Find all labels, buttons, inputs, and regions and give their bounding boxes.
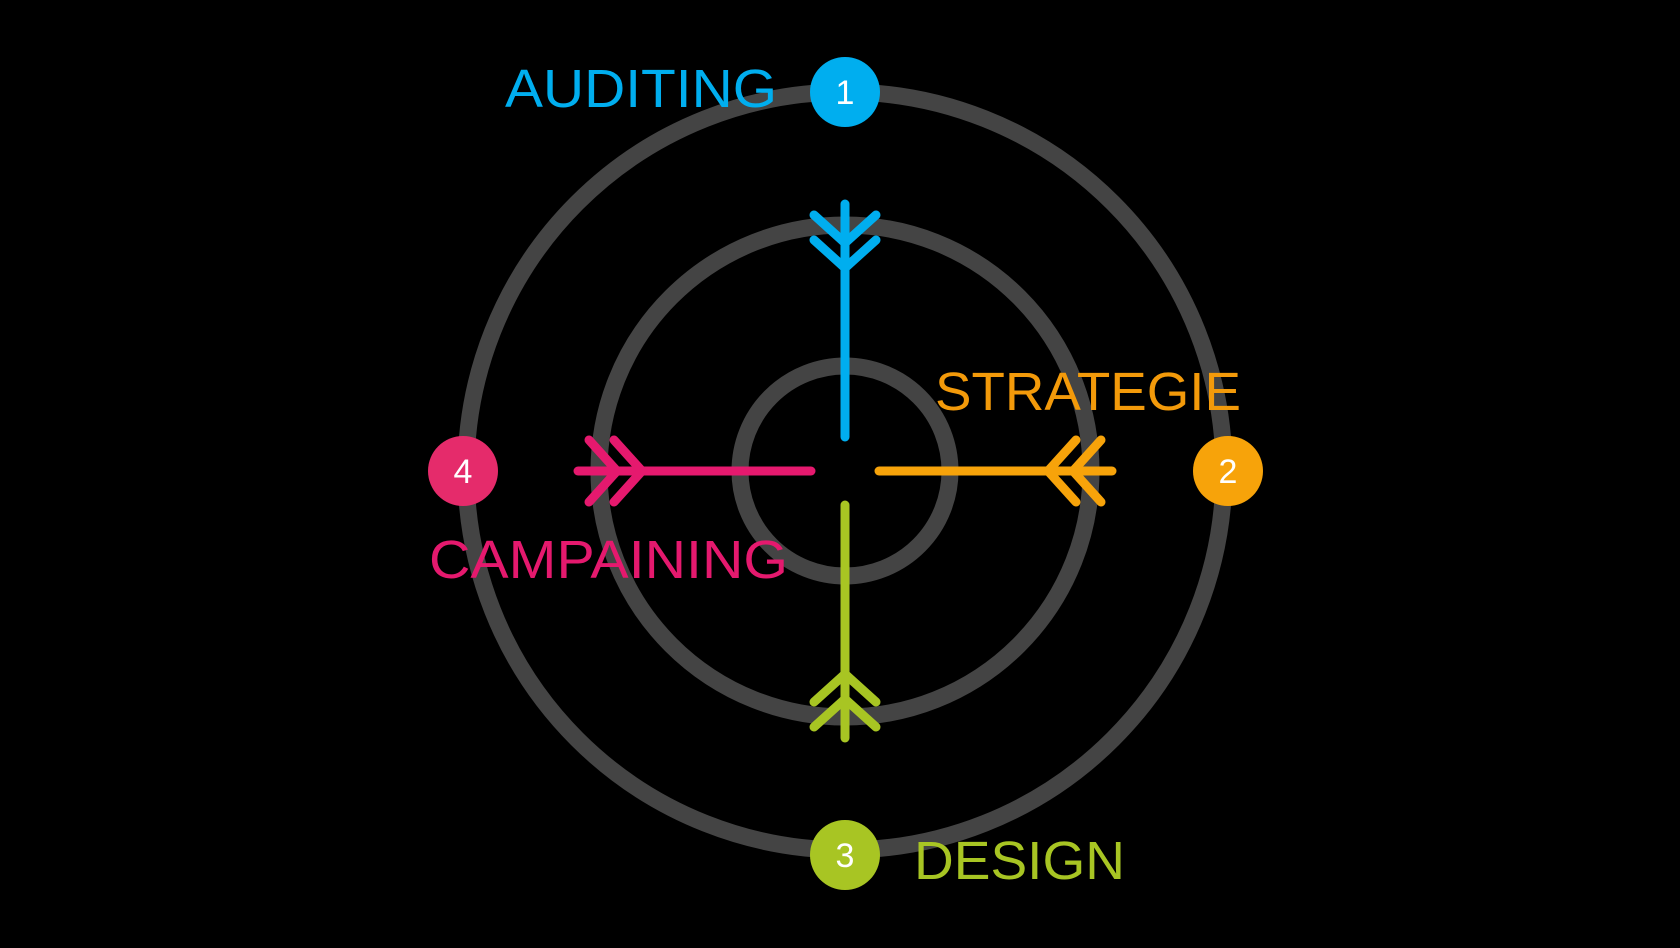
step-number: 4 (454, 453, 473, 491)
step-3-badge: 3 (810, 820, 880, 890)
step-number: 3 (836, 837, 855, 875)
label-strategie: STRATEGIE (935, 362, 1241, 422)
arrow-campaining (573, 435, 816, 507)
arrow-fletch (809, 669, 881, 707)
arrow-design (809, 500, 881, 743)
arrow-fletch (1068, 435, 1106, 507)
arrow-fletch (584, 435, 622, 507)
badge-circle (810, 820, 880, 890)
badge-circle (810, 57, 880, 127)
arrow-fletch (809, 210, 881, 248)
step-number: 1 (836, 74, 855, 112)
step-number: 2 (1219, 453, 1238, 491)
arrow-fletch (1043, 435, 1081, 507)
step-1-badge: 1 (810, 57, 880, 127)
step-2-badge: 2 (1193, 436, 1263, 506)
arrow-fletch (609, 435, 647, 507)
label-auditing: AUDITING (505, 59, 777, 119)
arrow-fletch (809, 235, 881, 273)
arrow-strategie (874, 435, 1117, 507)
badge-circle (1193, 436, 1263, 506)
badge-circle (428, 436, 498, 506)
label-design: DESIGN (914, 831, 1125, 891)
step-4-badge: 4 (428, 436, 498, 506)
label-campaining: CAMPAINING (429, 530, 788, 590)
arrow-fletch (809, 694, 881, 732)
arrow-auditing (809, 199, 881, 442)
